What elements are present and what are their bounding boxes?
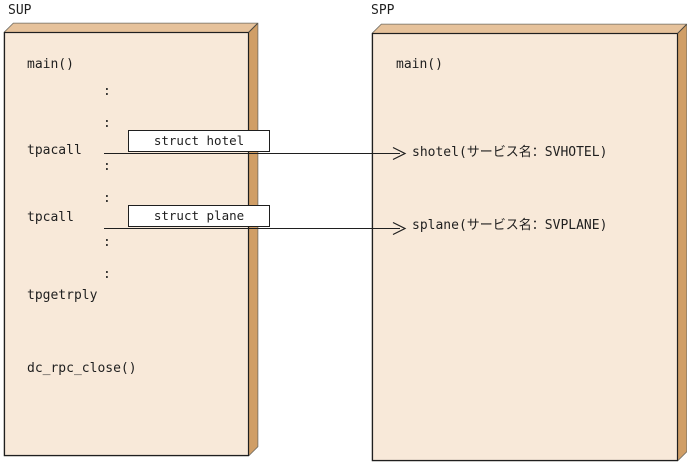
sup-continuation-colon: : [103,84,111,99]
message-box-struct-hotel: struct hotel [128,130,270,152]
spp-item-shotel: shotel(サービス名：SVHOTEL) [412,145,608,160]
spp-box-corner-edge [677,24,687,34]
sup-box-top-face [4,23,258,33]
arrowhead-icon [392,221,407,236]
sup-box-title: SUP [8,3,32,18]
spp-box-side-face [677,24,687,461]
sup-item-dc-rpc-close: dc_rpc_close() [27,361,137,376]
sup-item-tpacall: tpacall [27,143,82,158]
spp-item-splane: splane(サービス名：SVPLANE) [412,218,608,233]
spp-box [371,23,687,462]
sup-item-tpgetrply: tpgetrply [27,288,98,303]
spp-box-top-face [372,24,687,34]
arrowhead-icon [392,146,407,161]
sup-box-corner-edge [248,23,258,33]
sup-box-front-face [3,31,250,457]
sup-continuation-colon: : [103,116,111,131]
sup-continuation-colon: : [103,235,111,250]
sup-continuation-colon: : [103,159,111,174]
spp-box-front-face [371,32,679,462]
arrow-tpacall-to-shotel [104,146,407,161]
sup-item-tpcall: tpcall [27,210,74,225]
arrow-tpcall-to-splane [104,221,407,236]
spp-item-main: main() [396,57,443,72]
message-label: struct plane [153,207,245,223]
sup-continuation-colon: : [103,191,111,206]
sup-box-side-face [248,23,258,456]
message-label: struct hotel [153,132,245,148]
sup-continuation-colon: : [103,267,111,282]
sup-item-main: main() [27,57,74,72]
message-box-struct-plane: struct plane [128,205,270,227]
sup-box [3,22,259,457]
spp-box-title: SPP [371,3,395,18]
